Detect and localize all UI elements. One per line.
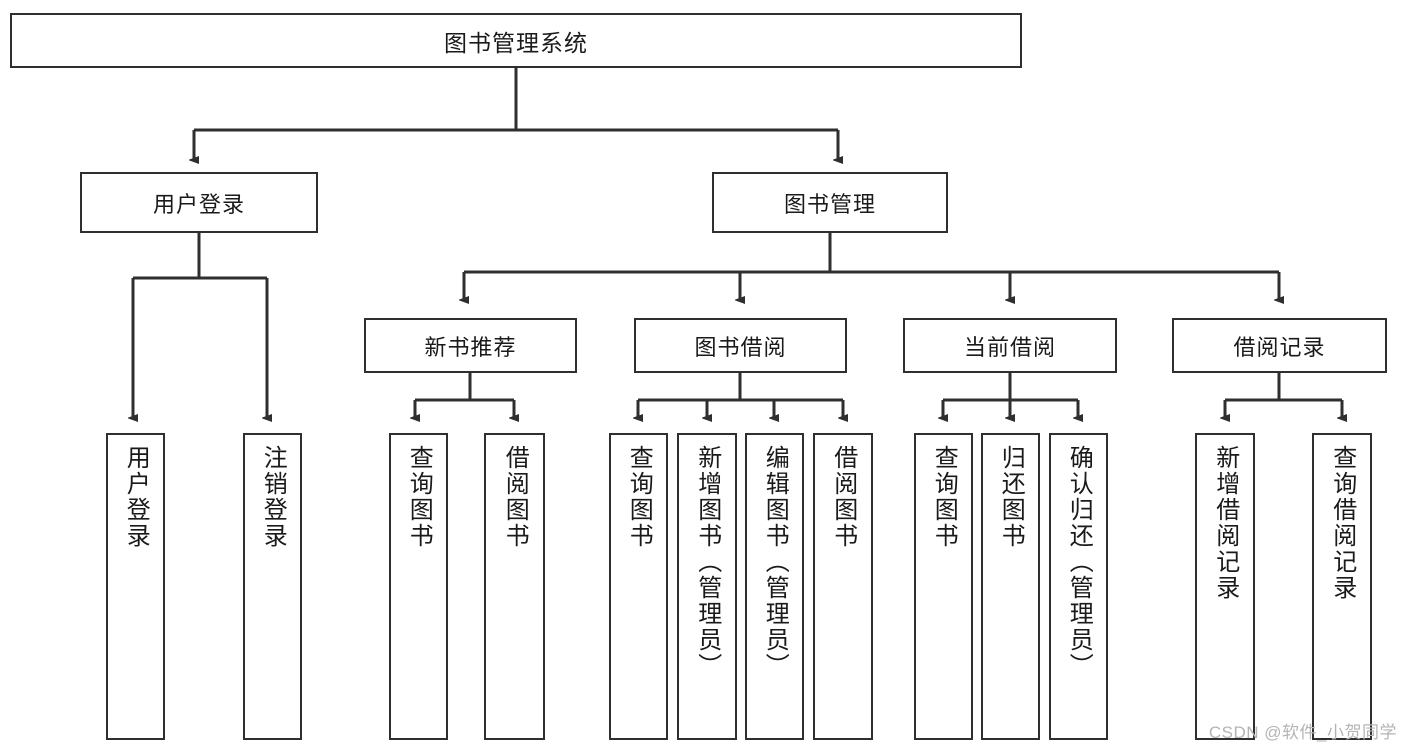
leaf-user-login[interactable]: 用户登录 xyxy=(106,433,165,740)
node-user-login-label: 用户登录 xyxy=(152,191,245,217)
leaf-borrow-query-book-label: 查询图书 xyxy=(625,445,653,549)
node-borrow-record-label: 借阅记录 xyxy=(1233,334,1326,360)
leaf-borrow-add-book-admin[interactable]: 新增图书（管理员） xyxy=(677,433,737,740)
leaf-user-login-label: 用户登录 xyxy=(122,445,150,549)
leaf-user-logout-label: 注销登录 xyxy=(259,445,287,549)
node-root[interactable]: 图书管理系统 xyxy=(10,13,1022,68)
node-current-borrow[interactable]: 当前借阅 xyxy=(903,318,1117,373)
leaf-current-confirm-return-admin-label: 确认归还（管理员） xyxy=(1065,445,1093,679)
node-root-label: 图书管理系统 xyxy=(444,29,588,56)
node-borrow-record[interactable]: 借阅记录 xyxy=(1172,318,1387,373)
node-book-management-label: 图书管理 xyxy=(783,191,876,217)
leaf-borrow-edit-book-admin[interactable]: 编辑图书（管理员） xyxy=(745,433,804,740)
leaf-newbook-borrow-book-label: 借阅图书 xyxy=(501,445,529,549)
leaf-borrow-edit-book-admin-label: 编辑图书（管理员） xyxy=(761,445,789,679)
leaf-newbook-query-book[interactable]: 查询图书 xyxy=(389,433,448,740)
node-book-management[interactable]: 图书管理 xyxy=(712,172,948,233)
node-new-book-recommend[interactable]: 新书推荐 xyxy=(364,318,577,373)
leaf-record-add-record-label: 新增借阅记录 xyxy=(1211,445,1239,601)
leaf-current-confirm-return-admin[interactable]: 确认归还（管理员） xyxy=(1049,433,1108,740)
leaf-newbook-borrow-book[interactable]: 借阅图书 xyxy=(484,433,545,740)
leaf-borrow-add-book-admin-label: 新增图书（管理员） xyxy=(693,445,721,679)
leaf-newbook-query-book-label: 查询图书 xyxy=(405,445,433,549)
leaf-user-logout[interactable]: 注销登录 xyxy=(243,433,302,740)
node-book-borrow[interactable]: 图书借阅 xyxy=(634,318,847,373)
leaf-current-return-book-label: 归还图书 xyxy=(997,445,1025,549)
leaf-record-query-record[interactable]: 查询借阅记录 xyxy=(1312,433,1372,740)
node-book-borrow-label: 图书借阅 xyxy=(694,334,787,360)
leaf-borrow-borrow-book-label: 借阅图书 xyxy=(829,445,857,549)
watermark: CSDN @软件_小贺同学 xyxy=(1208,723,1397,742)
leaf-current-query-book-label: 查询图书 xyxy=(930,445,958,549)
leaf-record-query-record-label: 查询借阅记录 xyxy=(1328,445,1356,601)
leaf-record-add-record[interactable]: 新增借阅记录 xyxy=(1195,433,1255,740)
node-user-login[interactable]: 用户登录 xyxy=(80,172,318,233)
node-new-book-recommend-label: 新书推荐 xyxy=(424,334,517,360)
leaf-borrow-query-book[interactable]: 查询图书 xyxy=(609,433,668,740)
node-current-borrow-label: 当前借阅 xyxy=(963,334,1056,360)
leaf-borrow-borrow-book[interactable]: 借阅图书 xyxy=(813,433,873,740)
leaf-current-return-book[interactable]: 归还图书 xyxy=(981,433,1040,740)
leaf-current-query-book[interactable]: 查询图书 xyxy=(914,433,973,740)
